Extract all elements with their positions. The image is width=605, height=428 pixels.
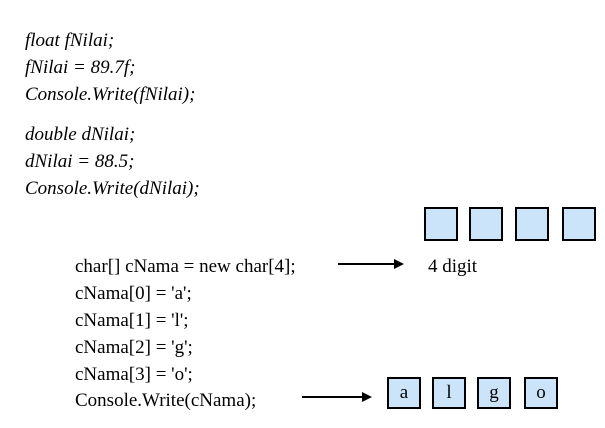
code-line-char-assign-3: cNama[3] = 'o'; <box>75 364 193 385</box>
empty-array-slot <box>424 207 458 241</box>
code-line-double-write: Console.Write(dNilai); <box>25 178 200 199</box>
code-line-float-declaration: float fNilai; <box>25 30 115 51</box>
code-line-char-declaration: char[] cNama = new char[4]; <box>75 256 296 277</box>
array-size-label: 4 digit <box>428 256 478 277</box>
code-line-double-assignment: dNilai = 88.5; <box>25 151 135 172</box>
code-line-float-write: Console.Write(fNilai); <box>25 84 196 105</box>
empty-array-slot <box>562 207 596 241</box>
arrow-to-array-size <box>338 259 404 269</box>
code-line-float-assignment: fNilai = 89.7f; <box>25 57 136 78</box>
arrow-to-filled-array <box>302 392 372 402</box>
code-line-char-assign-0: cNama[0] = 'a'; <box>75 283 192 304</box>
code-line-char-assign-2: cNama[2] = 'g'; <box>75 337 193 358</box>
array-cell-g: g <box>477 377 511 409</box>
code-line-char-write: Console.Write(cNama); <box>75 390 257 411</box>
empty-array-slot <box>515 207 549 241</box>
empty-array-slot <box>469 207 503 241</box>
array-cell-a: a <box>387 377 421 409</box>
code-line-char-assign-1: cNama[1] = 'l'; <box>75 310 189 331</box>
array-cell-l: l <box>432 377 466 409</box>
code-line-double-declaration: double dNilai; <box>25 124 136 145</box>
array-cell-o: o <box>524 377 558 409</box>
